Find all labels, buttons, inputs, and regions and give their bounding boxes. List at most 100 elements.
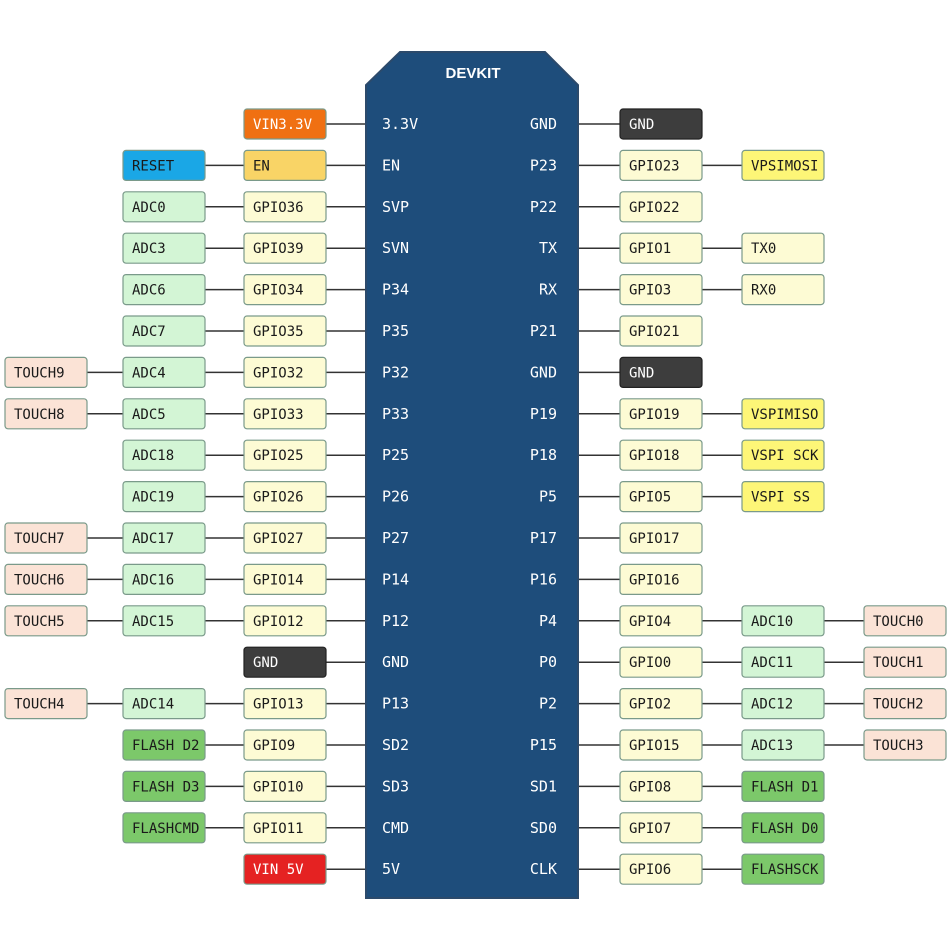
- label-adc-adc17: ADC17: [122, 522, 206, 554]
- board-pin-left-en: EN: [382, 156, 400, 174]
- label-box: [243, 398, 327, 430]
- label-text: GPIO14: [253, 572, 304, 588]
- label-vspi-vpsimosi: VPSIMOSI: [741, 149, 825, 181]
- label-text: TOUCH7: [14, 531, 65, 547]
- label-box: [741, 398, 825, 430]
- label-box: [122, 812, 206, 844]
- label-adc-adc6: ADC6: [122, 274, 206, 306]
- label-touch-touch9: TOUCH9: [4, 356, 88, 388]
- label-text: GPIO8: [629, 779, 671, 795]
- label-text: ADC5: [132, 407, 166, 423]
- label-box: [243, 563, 327, 596]
- label-box: [619, 149, 703, 181]
- label-box: [122, 274, 206, 306]
- label-text: ADC15: [132, 614, 174, 630]
- label-box: [619, 605, 703, 637]
- board-pin-right-p15: P15: [530, 736, 557, 754]
- label-adc-adc3: ADC3: [122, 232, 206, 264]
- label-adc-adc13: ADC13: [741, 729, 825, 761]
- label-box: [243, 439, 327, 471]
- label-box: [243, 108, 327, 140]
- label-gpio-gpio34: GPIO34: [243, 274, 327, 306]
- label-gpio-tx0: TX0: [741, 232, 825, 264]
- label-en-en: EN: [243, 149, 327, 181]
- label-text: FLASH D2: [132, 738, 199, 754]
- label-text: ADC7: [132, 324, 166, 340]
- label-text: GPIO2: [629, 697, 671, 713]
- label-touch-touch6: TOUCH6: [4, 563, 88, 596]
- board-pin-right-p18: P18: [530, 446, 557, 464]
- label-gpio-gpio7: GPIO7: [619, 812, 703, 844]
- label-box: [4, 398, 88, 430]
- label-gnd-gnd: GND: [619, 356, 703, 388]
- label-flash-flash-d0: FLASH D0: [741, 812, 825, 844]
- label-gpio-gpio27: GPIO27: [243, 522, 327, 554]
- label-text: VPSIMOSI: [751, 158, 818, 174]
- label-gpio-gpio22: GPIO22: [619, 191, 703, 223]
- board-pin-right-p22: P22: [530, 198, 557, 216]
- label-gpio-gpio33: GPIO33: [243, 398, 327, 430]
- label-box: [619, 646, 703, 678]
- label-text: GPIO25: [253, 448, 304, 464]
- label-text: TOUCH6: [14, 572, 65, 588]
- label-text: GPIO10: [253, 779, 304, 795]
- label-box: [122, 481, 206, 513]
- label-box: [863, 729, 947, 761]
- label-box: [619, 522, 703, 554]
- label-text: VIN 5V: [253, 862, 304, 878]
- label-text: TOUCH0: [873, 614, 924, 630]
- label-text: TOUCH8: [14, 407, 65, 423]
- label-box: [243, 356, 327, 388]
- label-gpio-gpio23: GPIO23: [619, 149, 703, 181]
- label-gpio-gpio17: GPIO17: [619, 522, 703, 554]
- label-gpio-gpio39: GPIO39: [243, 232, 327, 264]
- label-gpio-gpio0: GPIO0: [619, 646, 703, 678]
- label-box: [741, 812, 825, 844]
- board-pin-left-svn: SVN: [382, 239, 409, 257]
- label-box: [4, 522, 88, 554]
- label-box: [243, 770, 327, 803]
- label-text: GPIO3: [629, 283, 671, 299]
- label-box: [619, 315, 703, 347]
- label-text: TX0: [751, 241, 776, 257]
- label-gpio-gpio16: GPIO16: [619, 563, 703, 596]
- label-adc-adc15: ADC15: [122, 605, 206, 637]
- label-text: ADC12: [751, 697, 793, 713]
- pin-labels-layer: VIN3.3VENRESETGPIO36ADC0GPIO39ADC3GPIO34…: [4, 108, 947, 885]
- label-flash-flash-d3: FLASH D3: [122, 770, 206, 803]
- label-box: [243, 812, 327, 844]
- label-text: ADC18: [132, 448, 174, 464]
- label-box: [619, 687, 703, 720]
- board-pin-left-sd2: SD2: [382, 736, 409, 754]
- label-text: GPIO18: [629, 448, 680, 464]
- label-flash-flashsck: FLASHSCK: [741, 853, 825, 885]
- label-text: GPIO0: [629, 655, 671, 671]
- label-box: [619, 108, 703, 140]
- label-text: ADC16: [132, 572, 174, 588]
- label-box: [4, 605, 88, 637]
- label-text: ADC10: [751, 614, 793, 630]
- board-pin-right-tx: TX: [539, 239, 557, 257]
- label-box: [619, 853, 703, 885]
- board-pin-right-p5: P5: [539, 488, 557, 506]
- label-box: [122, 687, 206, 720]
- label-gpio-gpio15: GPIO15: [619, 729, 703, 761]
- label-text: GPIO4: [629, 614, 671, 630]
- label-adc-adc7: ADC7: [122, 315, 206, 347]
- label-box: [243, 605, 327, 637]
- board-pin-left-gnd: GND: [382, 653, 409, 671]
- label-text: GND: [629, 117, 654, 133]
- label-box: [243, 729, 327, 761]
- label-text: GPIO6: [629, 862, 671, 878]
- label-text: GND: [253, 655, 278, 671]
- label-gpio-gpio21: GPIO21: [619, 315, 703, 347]
- label-reset-reset: RESET: [122, 149, 206, 181]
- label-flash-flash-d1: FLASH D1: [741, 770, 825, 803]
- label-box: [741, 853, 825, 885]
- board-pin-right-p21: P21: [530, 322, 557, 340]
- label-text: TOUCH4: [14, 697, 65, 713]
- board-pin-right-p19: P19: [530, 405, 557, 423]
- label-text: GPIO34: [253, 283, 304, 299]
- label-vspi-vspi-sck: VSPI SCK: [741, 439, 825, 471]
- label-box: [741, 481, 825, 513]
